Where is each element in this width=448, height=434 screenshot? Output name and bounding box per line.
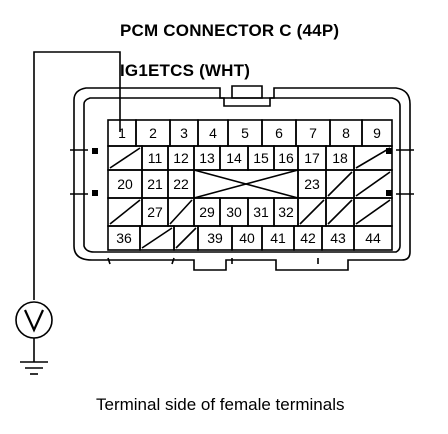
ground-icon: [20, 338, 48, 375]
terminal-11: 11: [148, 150, 163, 166]
caption: Terminal side of female terminals: [96, 395, 345, 414]
unused-terminal-mark: [109, 199, 141, 225]
terminal-27: 27: [147, 204, 163, 220]
terminal-15: 15: [253, 150, 269, 166]
unused-terminal-mark: [299, 199, 325, 225]
terminal-9: 9: [373, 125, 381, 141]
terminal-29: 29: [199, 204, 215, 220]
blank-cavity: [193, 169, 299, 199]
terminal-31: 31: [253, 204, 269, 220]
terminal-16: 16: [278, 150, 294, 166]
terminal-21: 21: [147, 176, 163, 192]
connector-title: PCM CONNECTOR C (44P): [120, 21, 340, 40]
terminal-5: 5: [241, 125, 249, 141]
terminal-40: 40: [239, 230, 255, 246]
terminal-6: 6: [275, 125, 283, 141]
unused-terminal-mark: [169, 199, 193, 225]
terminal-39: 39: [207, 230, 223, 246]
unused-terminal-mark: [175, 227, 197, 249]
terminal-14: 14: [226, 150, 242, 166]
terminal-2: 2: [149, 125, 157, 141]
terminal-41: 41: [270, 230, 286, 246]
terminal-43: 43: [330, 230, 346, 246]
terminal-30: 30: [226, 204, 242, 220]
terminal-8: 8: [342, 125, 350, 141]
unused-terminal-mark: [355, 199, 391, 225]
terminal-12: 12: [173, 150, 189, 166]
terminal-1: 1: [118, 125, 126, 141]
terminal-4: 4: [209, 125, 217, 141]
unused-terminal-mark: [327, 199, 353, 225]
terminal-36: 36: [116, 230, 132, 246]
probe-wire: [33, 51, 121, 300]
terminal-18: 18: [332, 150, 348, 166]
unused-terminal-mark: [109, 147, 141, 169]
terminal-44: 44: [365, 230, 381, 246]
terminal-3: 3: [180, 125, 188, 141]
terminal-13: 13: [199, 150, 215, 166]
wire-label: IG1ETCS (WHT): [120, 61, 251, 80]
terminal-32: 32: [278, 204, 294, 220]
terminal-cell: [353, 225, 393, 251]
unused-terminal-mark: [141, 227, 173, 249]
connector-housing: [70, 85, 414, 271]
terminal-23: 23: [304, 176, 320, 192]
unused-terminal-mark: [355, 171, 391, 197]
terminal-7: 7: [309, 125, 317, 141]
blank-cavity-cross: [193, 169, 299, 199]
terminal-20: 20: [117, 176, 133, 192]
unused-terminal-mark: [327, 171, 353, 197]
terminal-42: 42: [300, 230, 316, 246]
voltmeter-icon: [15, 301, 53, 339]
unused-terminal-mark: [355, 147, 391, 169]
terminal-17: 17: [304, 150, 320, 166]
terminal-22: 22: [173, 176, 189, 192]
